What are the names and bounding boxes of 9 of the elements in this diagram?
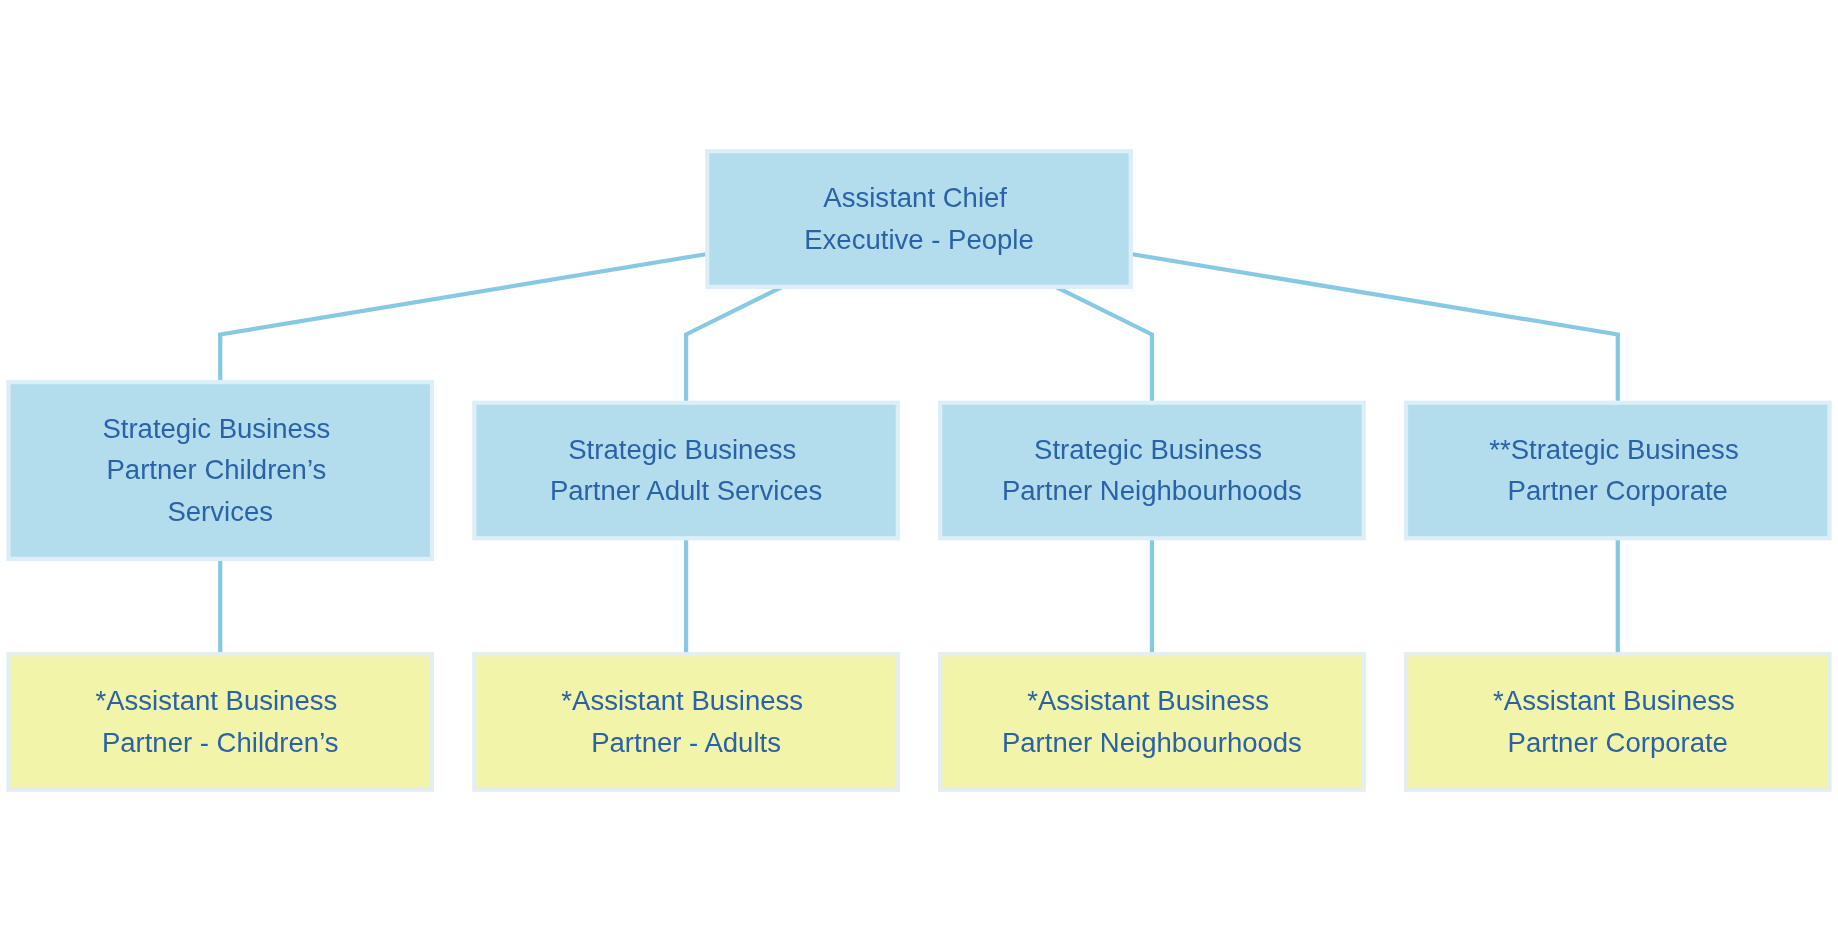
node-box: Assistant Chief Executive - People	[705, 149, 1133, 289]
node-box: *Assistant Business Partner Corporate	[1403, 652, 1832, 792]
node-box: Strategic Business Partner Children’s Services	[6, 379, 435, 562]
node-box: *Assistant Business Partner Neighbourhoods	[938, 652, 1366, 792]
node-box: **Strategic Business Partner Corporate	[1403, 400, 1832, 541]
node-box: Strategic Business Partner Neighbourhoods	[938, 400, 1366, 541]
node-box: *Assistant Business Partner - Children’s	[6, 652, 435, 792]
node-box: Strategic Business Partner Adult Services	[472, 400, 900, 541]
node-box: *Assistant Business Partner - Adults	[472, 652, 900, 792]
